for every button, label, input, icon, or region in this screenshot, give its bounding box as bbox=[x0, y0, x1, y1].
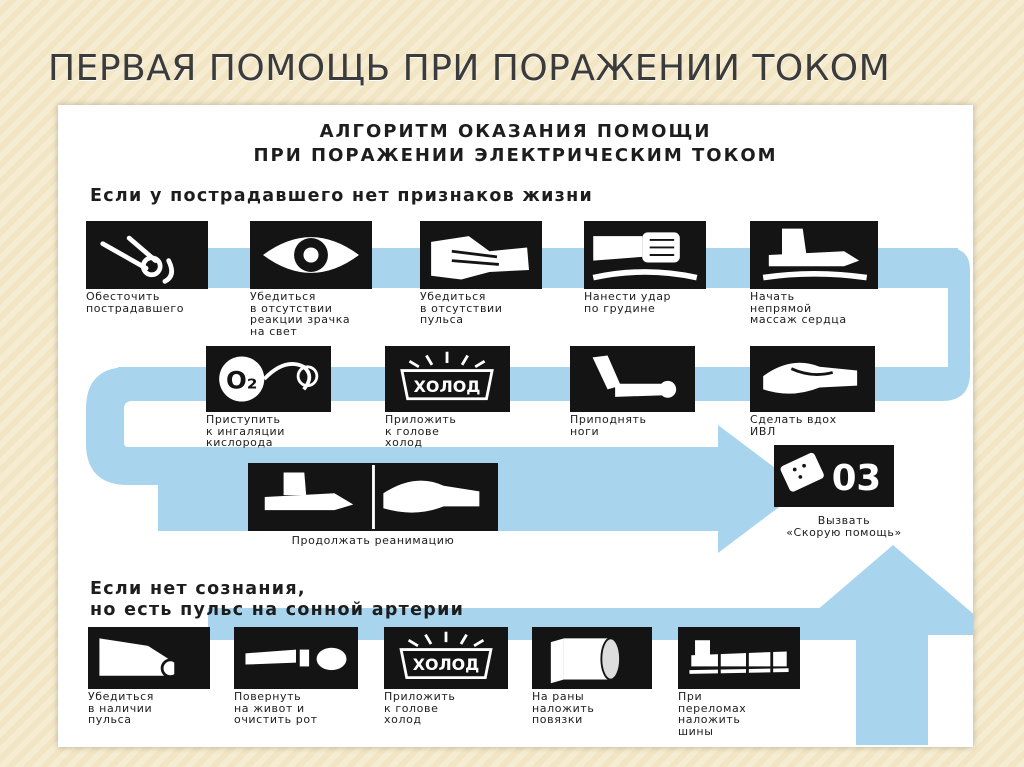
poster-title-line2: ПРИ ПОРАЖЕНИИ ЭЛЕКТРИЧЕСКИМ ТОКОМ bbox=[253, 145, 778, 166]
step-label: Убедиться в отсутствии реакции зрачка на… bbox=[250, 290, 351, 338]
rescue-breath-icon bbox=[750, 346, 875, 412]
step-label: Приложить к голове холод bbox=[385, 413, 457, 449]
splint-icon bbox=[678, 627, 800, 689]
step-label: Нанести удар по грудине bbox=[584, 290, 672, 315]
step-label: Приступить к ингаляции кислорода bbox=[206, 413, 286, 449]
carotid-pulse-icon bbox=[88, 627, 210, 689]
algorithm-poster: АЛГОРИТМ ОКАЗАНИЯ ПОМОЩИ ПРИ ПОРАЖЕНИИ Э… bbox=[58, 105, 973, 747]
step-label: Убедиться в отсутствии пульса bbox=[420, 290, 503, 326]
cut-wire-icon bbox=[86, 221, 208, 289]
resuscitation-icon bbox=[248, 463, 498, 531]
step-label: Продолжать реанимацию bbox=[291, 534, 455, 547]
step-label: Приподнять ноги bbox=[570, 413, 647, 438]
section-no-signs-of-life: Если у пострадавшего нет признаков жизни bbox=[90, 186, 594, 206]
flow-turn-left bbox=[86, 367, 173, 485]
step-label: Обесточить пострадавшего bbox=[86, 290, 185, 315]
oxygen-icon: O₂ bbox=[206, 346, 331, 412]
cold-text: ХОЛОД bbox=[414, 377, 481, 396]
phone-icon: 03 bbox=[774, 445, 894, 507]
fist-icon bbox=[584, 221, 706, 289]
turn-prone-icon bbox=[234, 627, 358, 689]
raised-legs-icon bbox=[570, 346, 695, 412]
step-label: Начать непрямой массаж сердца bbox=[750, 290, 847, 326]
eye-icon bbox=[250, 221, 372, 289]
flow-arrowhead-right bbox=[718, 425, 803, 553]
bandage-roll-icon bbox=[532, 627, 652, 689]
pulse-check-icon bbox=[420, 221, 542, 289]
ambulance-number: 03 bbox=[832, 458, 881, 499]
cold-icon: ХОЛОД bbox=[384, 627, 508, 689]
oxygen-text: O₂ bbox=[226, 365, 257, 394]
section-unconscious-with-pulse-line1: Если нет сознания, bbox=[90, 579, 306, 599]
step-label: Сделать вдох ИВЛ bbox=[750, 413, 837, 438]
poster-title-line1: АЛГОРИТМ ОКАЗАНИЯ ПОМОЩИ bbox=[319, 121, 712, 142]
step-label: Вызвать «Скорую помощь» bbox=[786, 514, 902, 539]
step-label: Приложить к голове холод bbox=[384, 690, 456, 726]
flow-shaft-up bbox=[856, 625, 928, 745]
step-label: Повернуть на живот и очистить рот bbox=[234, 690, 318, 726]
flow-turn-right bbox=[918, 248, 970, 401]
chest-compression-icon bbox=[750, 221, 878, 289]
flow-arrowhead-up bbox=[788, 545, 973, 635]
step-label: На раны наложить повязки bbox=[532, 690, 595, 726]
cold-text: ХОЛОД bbox=[413, 655, 480, 674]
section-unconscious-with-pulse-line2: но есть пульс на сонной артерии bbox=[90, 600, 465, 620]
slide-title: ПЕРВАЯ ПОМОЩЬ ПРИ ПОРАЖЕНИИ ТОКОМ bbox=[48, 48, 891, 89]
cold-icon: ХОЛОД bbox=[385, 346, 510, 412]
step-label: При переломах наложить шины bbox=[678, 690, 747, 738]
step-label: Убедиться в наличии пульса bbox=[88, 690, 154, 726]
